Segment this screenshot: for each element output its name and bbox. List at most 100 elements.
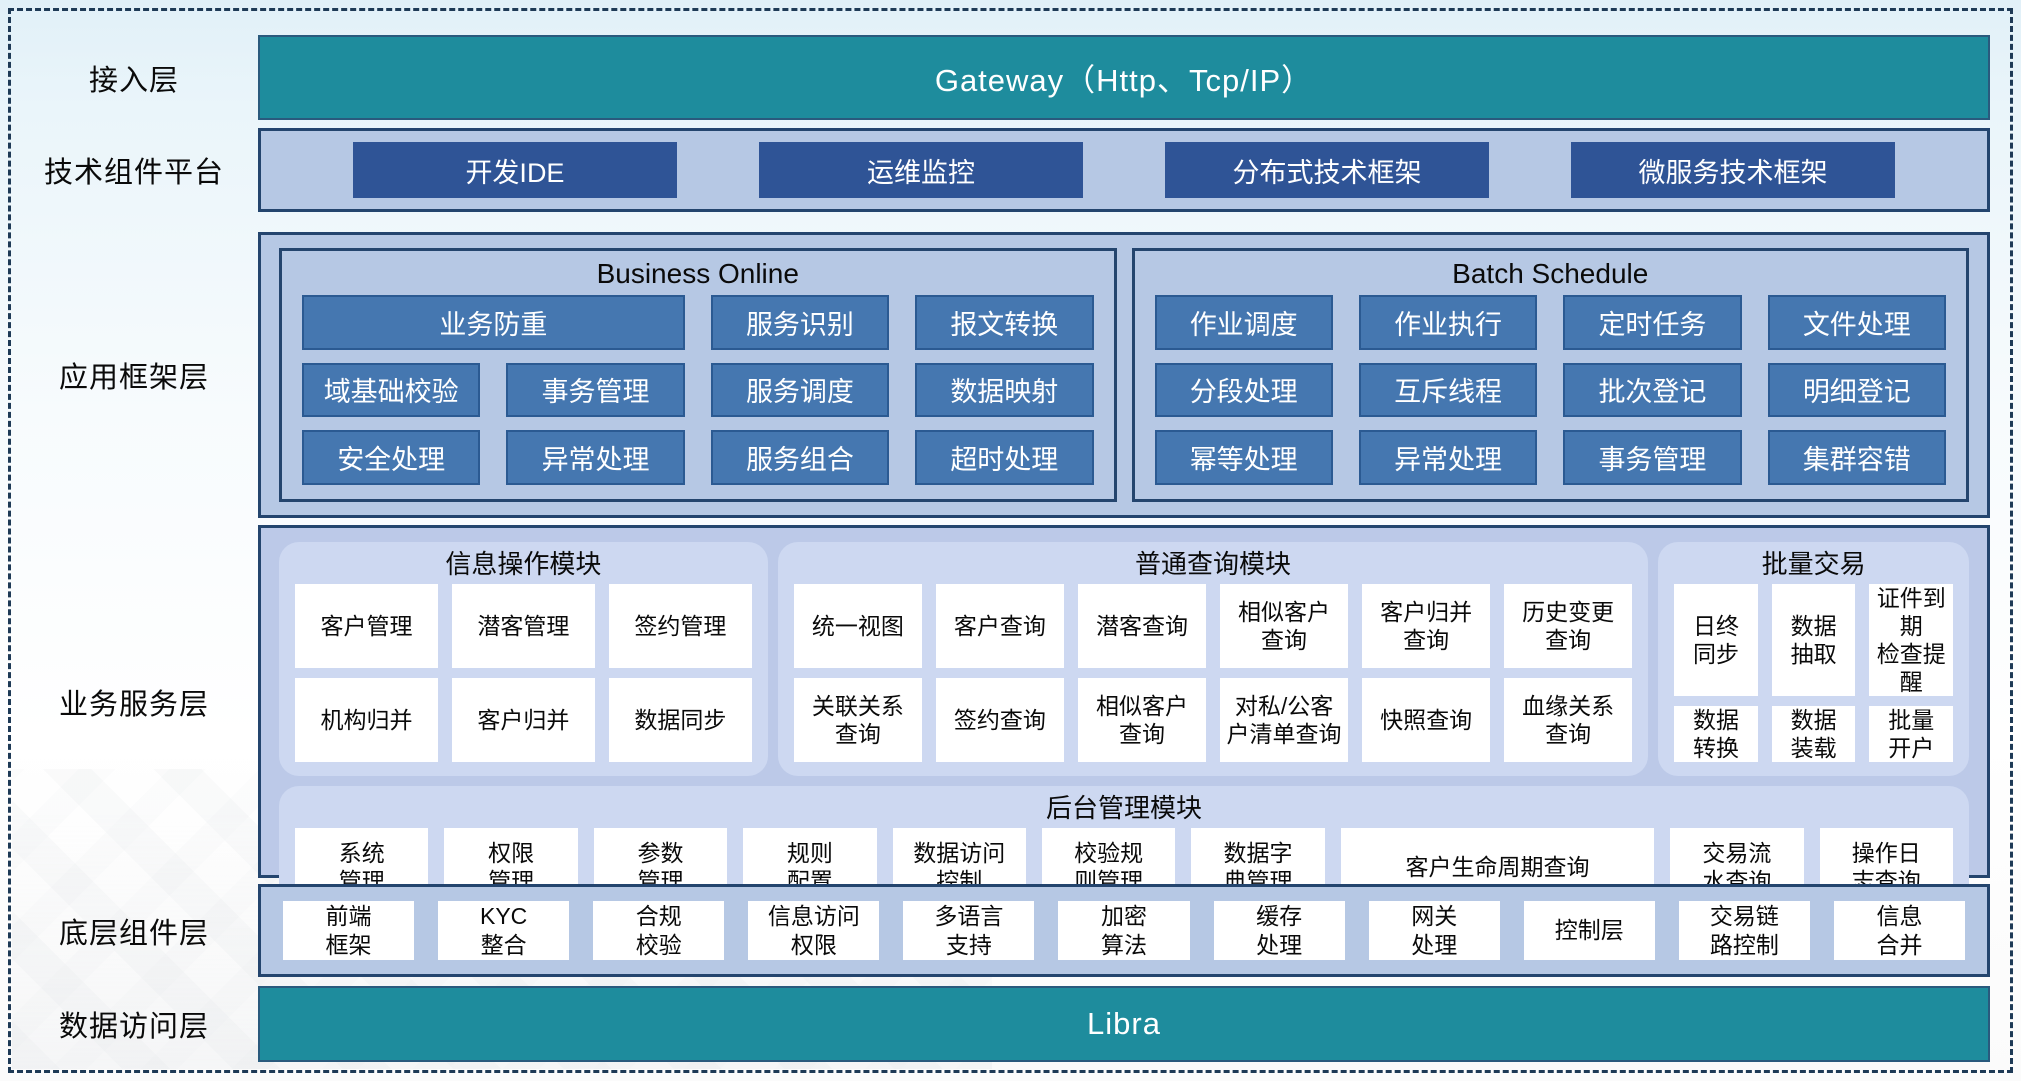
framework-feature-box: 异常处理	[1358, 430, 1538, 485]
layer-row-tech-platform: 技术组件平台 开发IDE 运维监控 分布式技术框架 微服务技术框架	[10, 128, 1990, 212]
app-framework-content: Business Online 业务防重服务识别报文转换域基础校验事务管理服务调…	[258, 232, 1990, 518]
service-item-box: 签约查询	[935, 678, 1064, 763]
base-components-content: 前端 框架 KYC 整合合规 校验信息访问 权限多语言 支持加密 算法缓存 处理网…	[258, 884, 1990, 977]
tech-platform-container: 开发IDE 运维监控 分布式技术框架 微服务技术框架	[258, 128, 1990, 212]
base-components-container: 前端 框架 KYC 整合合规 校验信息访问 权限多语言 支持加密 算法缓存 处理网…	[258, 884, 1990, 977]
service-item-box: 客户归并 查询	[1362, 584, 1491, 669]
layer-label-app-framework: 应用框架层	[58, 362, 209, 394]
base-component-box: 网关 处理	[1368, 901, 1500, 960]
framework-feature-box: 明细登记	[1767, 362, 1946, 418]
batch-schedule-grid: 作业调度作业执行定时任务文件处理分段处理互斥线程批次登记明细登记幂等处理异常处理…	[1154, 295, 1946, 485]
framework-feature-box: 业务防重	[302, 295, 685, 350]
framework-feature-box: 批次登记	[1563, 362, 1742, 418]
base-component-box: 合规 校验	[593, 901, 725, 960]
layer-row-access: 接入层 Gateway（Http、Tcp/IP）	[10, 35, 1990, 120]
service-item-box: 机构归并	[295, 678, 438, 763]
service-item-box: 相似客户 查询	[1077, 678, 1207, 763]
framework-feature-box: 幂等处理	[1154, 430, 1333, 485]
layer-label-tech-platform: 技术组件平台	[43, 157, 224, 189]
gateway-bar: Gateway（Http、Tcp/IP）	[258, 35, 1990, 120]
batch-schedule-title: Batch Schedule	[1452, 258, 1649, 289]
common-query-title: 普通查询模块	[1135, 549, 1292, 579]
base-component-box: 控制层	[1523, 901, 1655, 960]
info-operations-title: 信息操作模块	[445, 549, 602, 579]
base-component-box: 加密 算法	[1058, 901, 1190, 960]
business-online-panel: Business Online 业务防重服务识别报文转换域基础校验事务管理服务调…	[279, 248, 1117, 502]
base-component-box: 前端 框架	[283, 901, 415, 960]
service-item-box: 快照查询	[1362, 678, 1491, 763]
base-component-box: KYC 整合	[438, 901, 570, 960]
layer-row-data-access: 数据访问层 Libra	[10, 986, 1990, 1062]
service-item-box: 数据 转换	[1674, 706, 1758, 763]
base-component-box: 信息访问 权限	[748, 901, 880, 960]
base-component-box: 交易链 路控制	[1678, 901, 1810, 960]
tech-component-box: 分布式技术框架	[1164, 142, 1490, 198]
service-item-box: 潜客管理	[451, 584, 595, 669]
access-layer-content: Gateway（Http、Tcp/IP）	[258, 35, 1990, 120]
framework-feature-box: 报文转换	[915, 295, 1094, 350]
framework-feature-box: 服务调度	[710, 362, 890, 418]
service-item-box: 日终 同步	[1674, 584, 1758, 697]
framework-feature-box: 超时处理	[915, 430, 1094, 485]
service-item-box: 血缘关系 查询	[1504, 678, 1633, 763]
framework-feature-box: 文件处理	[1767, 295, 1946, 350]
framework-feature-box: 域基础校验	[302, 362, 481, 418]
framework-feature-box: 异常处理	[506, 430, 685, 485]
service-item-box: 客户管理	[295, 584, 438, 669]
batch-trade-module: 批量交易 日终 同步数据 抽取证件到期 检查提醒数据 转换数据 装载批量 开户	[1658, 542, 1969, 777]
service-item-box: 批量 开户	[1869, 706, 1953, 763]
framework-feature-box: 作业调度	[1154, 295, 1333, 350]
layer-rows: 接入层 Gateway（Http、Tcp/IP） 技术组件平台 开发IDE 运维监…	[10, 35, 1990, 1062]
business-service-container: 信息操作模块 客户管理潜客管理签约管理机构归并客户归并数据同步 普通查询模块 统…	[258, 525, 1990, 921]
framework-feature-box: 作业执行	[1358, 295, 1538, 350]
base-component-box: 缓存 处理	[1213, 901, 1345, 960]
layer-row-app-framework: 应用框架层 Business Online 业务防重服务识别报文转换域基础校验事…	[10, 232, 1990, 518]
tech-component-box: 运维监控	[758, 142, 1084, 198]
service-item-box: 签约管理	[608, 584, 752, 669]
framework-feature-box: 互斥线程	[1358, 362, 1538, 418]
service-item-box: 证件到期 检查提醒	[1869, 584, 1953, 697]
layer-row-business-service: 业务服务层 信息操作模块 客户管理潜客管理签约管理机构归并客户归并数据同步 普通…	[10, 525, 1990, 921]
base-component-box: 信息 合并	[1833, 901, 1966, 960]
service-item-box: 潜客查询	[1077, 584, 1207, 669]
common-query-module: 普通查询模块 统一视图客户查询潜客查询相似客户 查询客户归并 查询历史变更 查询…	[777, 542, 1649, 777]
service-item-box: 数据同步	[608, 678, 752, 763]
framework-feature-box: 分段处理	[1154, 362, 1333, 418]
common-query-grid: 统一视图客户查询潜客查询相似客户 查询客户归并 查询历史变更 查询关联关系 查询…	[793, 584, 1633, 763]
admin-module-title: 后台管理模块	[1045, 793, 1202, 824]
tech-component-box: 微服务技术框架	[1570, 142, 1896, 198]
business-online-title: Business Online	[596, 258, 799, 289]
layer-row-base-components: 底层组件层 前端 框架 KYC 整合合规 校验信息访问 权限多语言 支持加密 算法…	[10, 884, 1990, 977]
service-modules-row: 信息操作模块 客户管理潜客管理签约管理机构归并客户归并数据同步 普通查询模块 统…	[279, 542, 1969, 777]
service-item-box: 相似客户 查询	[1220, 584, 1349, 669]
layer-label-access: 接入层	[88, 64, 179, 97]
service-item-box: 数据 抽取	[1771, 584, 1856, 697]
libra-bar: Libra	[258, 986, 1990, 1062]
layer-label-base-components: 底层组件层	[58, 917, 209, 950]
framework-feature-box: 事务管理	[1563, 430, 1742, 485]
framework-feature-box: 数据映射	[915, 362, 1094, 418]
tech-platform-content: 开发IDE 运维监控 分布式技术框架 微服务技术框架	[258, 128, 1990, 212]
service-item-box: 数据 装载	[1771, 706, 1856, 763]
layer-label-data-access: 数据访问层	[58, 1011, 209, 1043]
service-item-box: 客户归并	[451, 678, 595, 763]
framework-feature-box: 事务管理	[506, 362, 685, 418]
service-item-box: 对私/公客 户清单查询	[1220, 678, 1349, 763]
tech-component-box: 开发IDE	[352, 142, 678, 198]
framework-feature-box: 安全处理	[302, 430, 481, 485]
service-item-box: 历史变更 查询	[1504, 584, 1633, 669]
framework-feature-box: 服务组合	[710, 430, 890, 485]
service-item-box: 客户查询	[935, 584, 1064, 669]
framework-feature-box: 定时任务	[1563, 295, 1742, 350]
batch-schedule-panel: Batch Schedule 作业调度作业执行定时任务文件处理分段处理互斥线程批…	[1131, 248, 1969, 502]
base-component-box: 多语言 支持	[903, 901, 1035, 960]
batch-trade-grid: 日终 同步数据 抽取证件到期 检查提醒数据 转换数据 装载批量 开户	[1674, 584, 1953, 763]
service-item-box: 关联关系 查询	[793, 678, 922, 763]
business-online-grid: 业务防重服务识别报文转换域基础校验事务管理服务调度数据映射安全处理异常处理服务组…	[302, 295, 1094, 485]
batch-trade-title: 批量交易	[1761, 549, 1866, 579]
data-access-content: Libra	[258, 986, 1990, 1062]
business-service-content: 信息操作模块 客户管理潜客管理签约管理机构归并客户归并数据同步 普通查询模块 统…	[258, 525, 1990, 921]
service-item-box: 统一视图	[793, 584, 922, 669]
info-operations-module: 信息操作模块 客户管理潜客管理签约管理机构归并客户归并数据同步	[279, 542, 768, 777]
